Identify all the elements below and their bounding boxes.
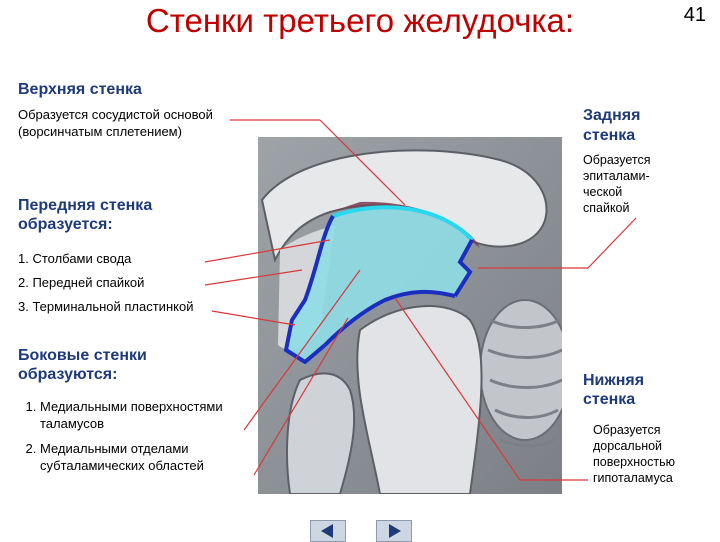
anterior-wall-item-1: 1. Столбами свода <box>18 251 132 266</box>
lateral-walls-item-1: Медиальными поверхностями таламусов <box>40 398 272 432</box>
brain-section-image <box>258 137 562 494</box>
inferior-wall-heading-line1: Нижняя <box>583 372 645 389</box>
upper-wall-heading: Верхняя стенка <box>18 81 142 98</box>
inferior-wall-heading-line2: стенка <box>583 391 636 408</box>
anterior-wall-item-2: 2. Передней спайкой <box>18 275 145 290</box>
posterior-wall-text-1: Образуется <box>583 153 651 167</box>
left-arrow-icon <box>321 524 333 538</box>
posterior-wall-text-3: ческой <box>583 185 623 199</box>
posterior-wall-heading-line1: Задняя <box>583 107 641 124</box>
slide-number: 41 <box>683 4 706 26</box>
anterior-wall-item-3: 3. Терминальной пластинкой <box>18 299 194 314</box>
inferior-wall-text-4: гипоталамуса <box>593 471 673 485</box>
anterior-wall-heading-line2: образуется: <box>18 216 113 233</box>
lateral-walls-heading-line1: Боковые стенки <box>18 347 147 364</box>
posterior-wall-heading-line2: стенка <box>583 127 636 144</box>
inferior-wall-text-1: Образуется <box>593 423 661 437</box>
inferior-wall-text-2: дорсальной <box>593 439 663 453</box>
upper-wall-text-line2: (ворсинчатым сплетением) <box>18 124 182 139</box>
slide-title: Стенки третьего желудочка: <box>145 2 575 39</box>
prev-slide-button[interactable] <box>310 520 346 542</box>
inferior-wall-text-3: поверхностью <box>593 455 675 469</box>
posterior-wall-text-2: эпиталами- <box>583 169 650 183</box>
lateral-walls-heading-line2: образуются: <box>18 366 118 383</box>
upper-wall-text-line1: Образуется сосудистой основой <box>18 107 213 122</box>
lateral-walls-item-2: Медиальными отделами субталамических обл… <box>40 440 272 474</box>
next-slide-button[interactable] <box>376 520 412 542</box>
right-arrow-icon <box>389 524 401 538</box>
anterior-wall-heading-line1: Передняя стенка <box>18 197 153 214</box>
lateral-walls-list: Медиальными поверхностями таламусов Меди… <box>14 398 272 482</box>
posterior-wall-text-4: спайкой <box>583 201 630 215</box>
pointer-lines <box>204 119 637 481</box>
